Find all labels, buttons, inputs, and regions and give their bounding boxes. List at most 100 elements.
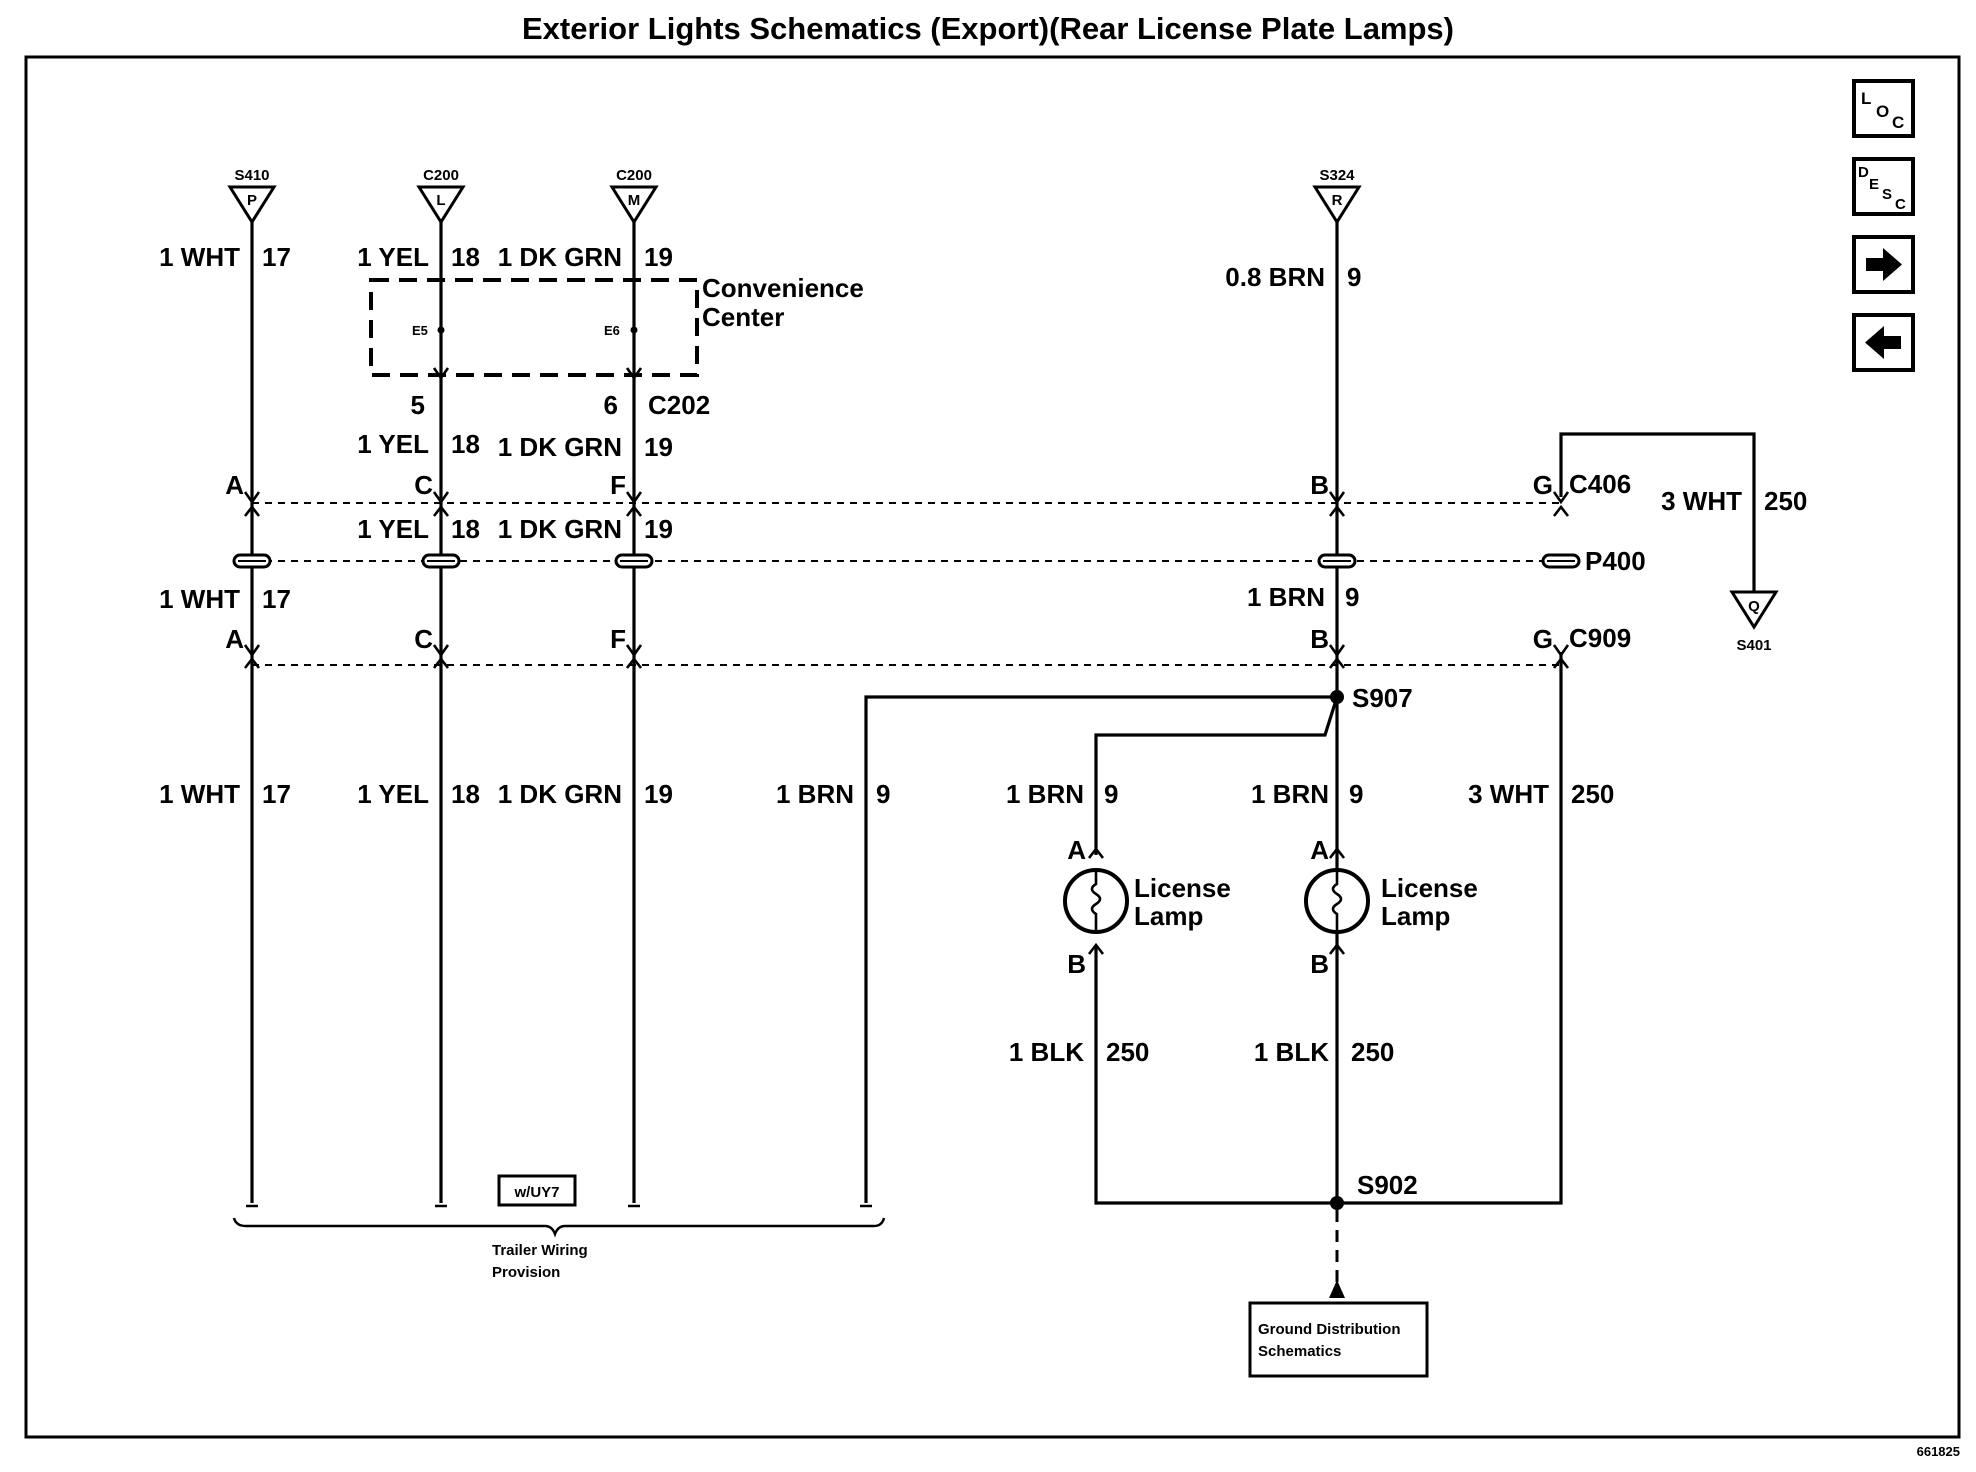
splice-s902-label: S902 [1357,1170,1418,1200]
svg-text:9: 9 [1345,582,1359,612]
trailer-provision-label: Trailer Wiring [492,1242,588,1259]
wire-labels-top: 1 WHT 17 1 YEL 18 1 DK GRN 19 0.8 BRN 9 [159,242,1361,292]
svg-text:A: A [225,470,244,500]
svg-text:19: 19 [644,514,673,544]
svg-text:1 BRN: 1 BRN [1247,582,1325,612]
trailer-bracket [232,1217,886,1238]
svg-text:0.8 BRN: 0.8 BRN [1225,262,1325,292]
ground-box-text-1: Ground Distribution [1258,1321,1400,1338]
svg-text:250: 250 [1571,779,1614,809]
svg-text:19: 19 [644,242,673,272]
svg-text:M: M [628,192,641,209]
ground-distribution-link[interactable]: Ground Distribution Schematics [1248,1301,1429,1378]
prev-button[interactable] [1852,313,1915,372]
wire-wht-250-upper [1559,432,1756,592]
connector-pin-labels: A C F B G A C F B G [225,470,1553,654]
svg-text:Lamp: Lamp [1381,901,1450,931]
convenience-center-label-2: Center [702,302,784,332]
svg-text:3 WHT: 3 WHT [1468,779,1549,809]
desc-letter-s: S [1882,186,1892,203]
svg-text:1 BRN: 1 BRN [1251,779,1329,809]
desc-letter-c: C [1895,196,1906,213]
desc-button[interactable]: D E S C [1852,157,1915,216]
svg-text:9: 9 [1349,779,1363,809]
svg-text:18: 18 [451,779,480,809]
svg-text:B: B [1310,470,1329,500]
svg-text:B: B [1310,949,1329,979]
option-box-uy7: w/UY7 [497,1174,577,1207]
svg-text:18: 18 [451,514,480,544]
svg-text:17: 17 [262,242,291,272]
svg-text:1 DK GRN: 1 DK GRN [498,514,622,544]
svg-text:1 BLK: 1 BLK [1009,1037,1084,1067]
wire-labels-c406: 1 YEL 18 1 DK GRN 19 [357,514,673,544]
arrow-right-icon [1866,248,1902,281]
source-c200-m: C200 M [609,167,659,225]
svg-text:19: 19 [644,432,673,462]
svg-text:C: C [414,470,433,500]
next-button[interactable] [1852,235,1915,294]
ground-s401: Q S401 [1729,590,1779,654]
svg-text:18: 18 [451,429,480,459]
desc-letter-d: D [1858,164,1869,181]
svg-text:9: 9 [1347,262,1361,292]
loc-button[interactable]: L O C [1852,79,1915,138]
convenience-center-box [369,278,699,377]
wire-wht-250 [1337,652,1563,1205]
svg-text:250: 250 [1351,1037,1394,1067]
splice-s907-label: S907 [1352,683,1413,713]
svg-text:C200: C200 [423,167,459,184]
svg-text:1 WHT: 1 WHT [159,779,240,809]
svg-text:1 DK GRN: 1 DK GRN [498,432,622,462]
c202-pin-6: 6 [604,390,618,420]
p400-label: P400 [1585,546,1646,576]
pin-e5: E5 [412,323,428,338]
svg-text:A: A [1067,835,1086,865]
svg-text:1 BRN: 1 BRN [1006,779,1084,809]
svg-text:1 DK GRN: 1 DK GRN [498,242,622,272]
svg-text:G: G [1533,470,1553,500]
page-title: Exterior Lights Schematics (Export)(Rear… [522,11,1454,46]
svg-text:1 DK GRN: 1 DK GRN [498,779,622,809]
svg-text:17: 17 [262,779,291,809]
svg-text:Q: Q [1748,598,1760,615]
splice-s902 [1330,1196,1344,1210]
svg-text:Lamp: Lamp [1134,901,1203,931]
license-lamp-left: A B License Lamp [1063,835,1231,979]
svg-text:19: 19 [644,779,673,809]
svg-text:F: F [610,470,626,500]
svg-text:250: 250 [1106,1037,1149,1067]
svg-text:1 WHT: 1 WHT [159,242,240,272]
svg-text:License: License [1381,873,1478,903]
convenience-center-label: Convenience [702,273,864,303]
svg-text:R: R [1332,192,1343,209]
svg-text:License: License [1134,873,1231,903]
svg-text:18: 18 [451,242,480,272]
wire-brn-9-trailer [864,695,1337,1203]
c909-label: C909 [1569,623,1631,653]
c202-label: C202 [648,390,710,420]
svg-text:w/UY7: w/UY7 [513,1184,559,1201]
ground-box-text-2: Schematics [1258,1343,1341,1360]
ground-arrow-icon [1329,1280,1345,1298]
svg-text:1 WHT: 1 WHT [159,584,240,614]
trailer-provision-label-2: Provision [492,1264,560,1281]
svg-text:S324: S324 [1319,167,1355,184]
svg-text:1 BLK: 1 BLK [1254,1037,1329,1067]
wire-brn-9-left-lamp [1094,696,1339,855]
svg-text:G: G [1533,624,1553,654]
c202-pin-5: 5 [411,390,425,420]
svg-text:1 YEL: 1 YEL [357,429,429,459]
wire-labels-p400: 1 WHT 17 1 BRN 9 [159,582,1359,614]
svg-text:1 BRN: 1 BRN [776,779,854,809]
svg-text:C: C [414,624,433,654]
wire-labels-ground: 1 BLK 250 1 BLK 250 [1009,1037,1395,1067]
wire-blk-250-left [1094,947,1337,1205]
splice-s907 [1330,690,1344,704]
source-c200-l: C200 L [416,167,466,225]
svg-text:C200: C200 [616,167,652,184]
svg-text:A: A [1310,835,1329,865]
figure-number: 661825 [1917,1444,1960,1459]
loc-letter-o: O [1876,102,1889,121]
pin-e6: E6 [604,323,620,338]
